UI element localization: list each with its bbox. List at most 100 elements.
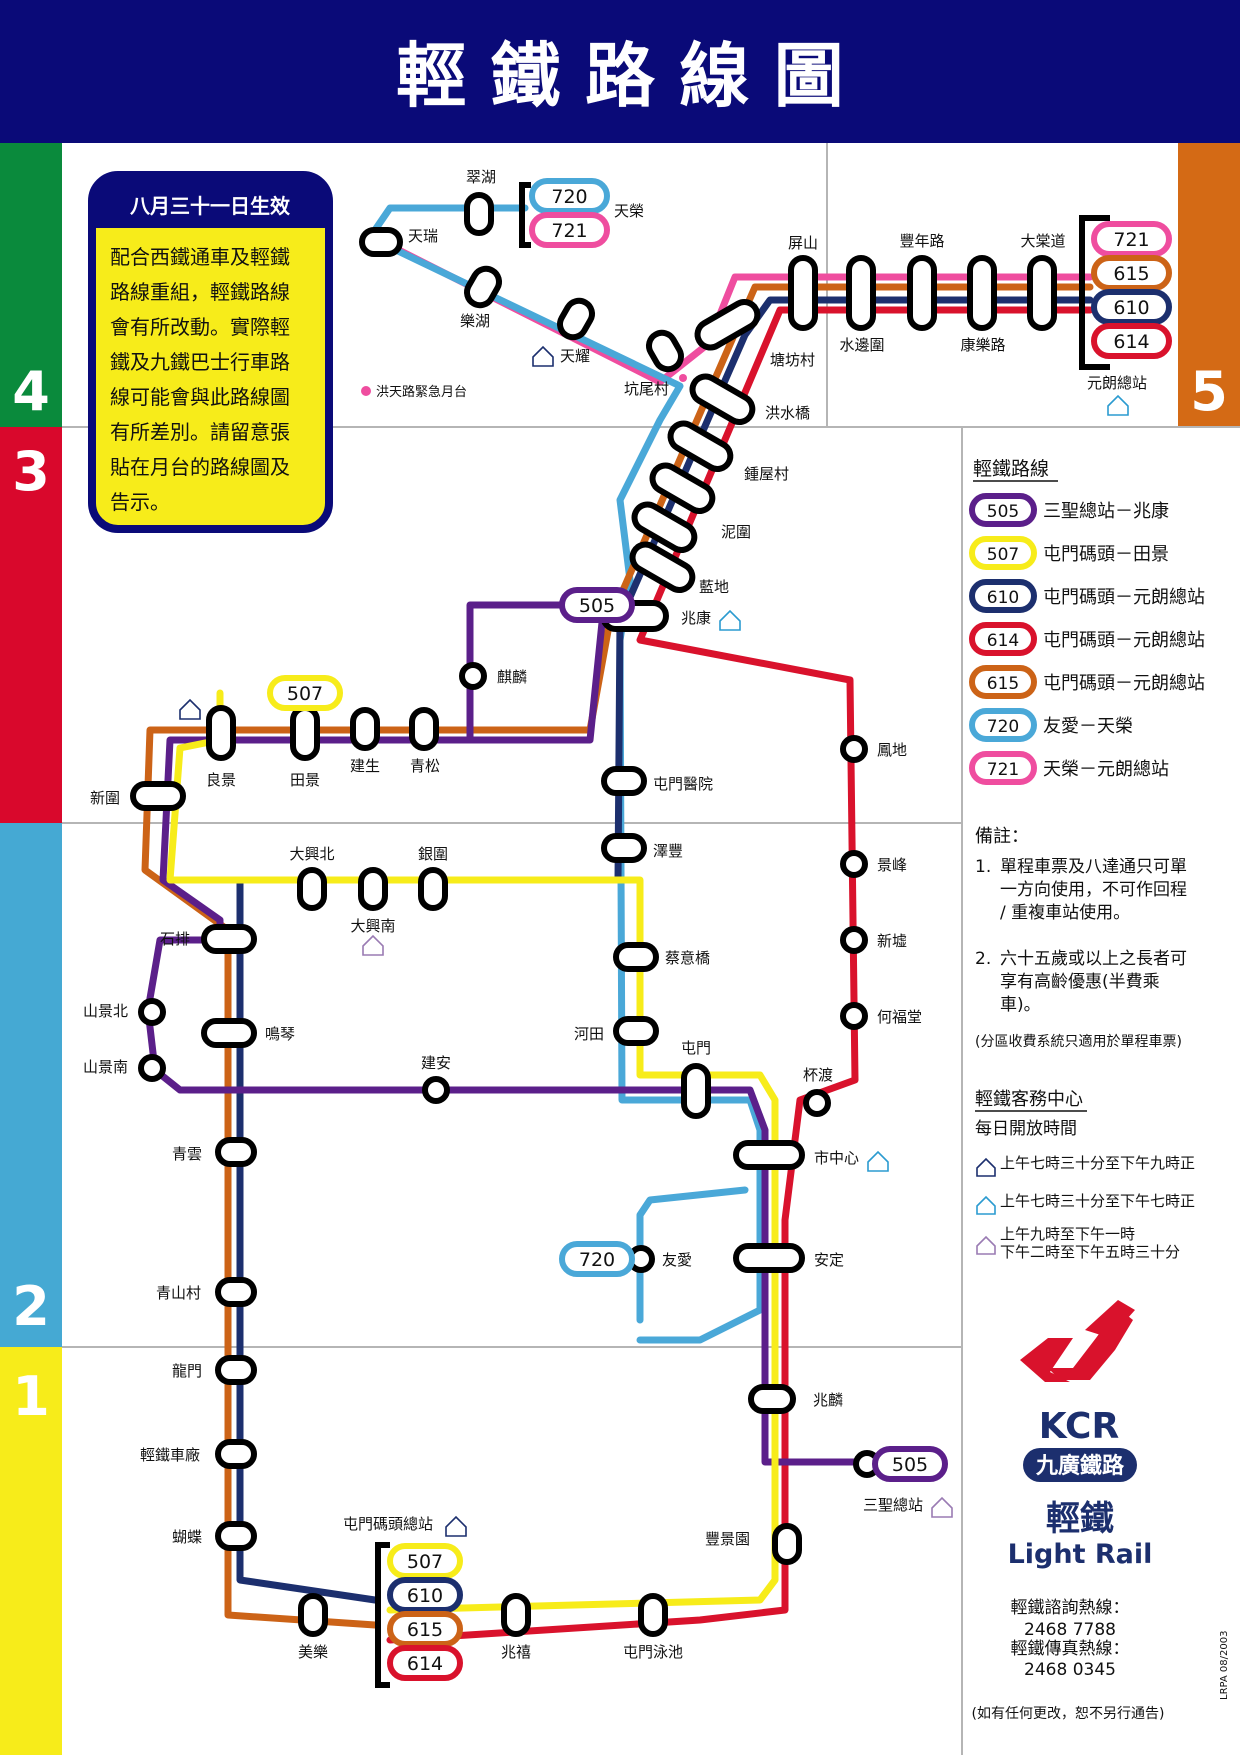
station-marker[interactable] (297, 867, 327, 911)
route-507-line (166, 689, 779, 1614)
hotlines: 輕鐵諮詢熱線： 2468 7788 輕鐵傳真熱線： 2468 0345 (如有任… (972, 1598, 1165, 1722)
notice-line: 貼在月台的路線圖及 (110, 455, 290, 479)
station-marker[interactable] (215, 1277, 257, 1307)
station-label: 大興北 (289, 845, 334, 863)
station-marker[interactable] (840, 926, 868, 954)
station-label: 屯門醫院 (653, 775, 713, 793)
station-marker[interactable] (840, 1002, 868, 1030)
station-marker[interactable] (138, 1054, 166, 1082)
route-badge: 614 (387, 1645, 463, 1681)
station-marker[interactable] (290, 705, 320, 761)
station-marker[interactable] (601, 833, 647, 863)
station-label: 蝴蝶 (172, 1528, 202, 1546)
remarks-footnote: (分區收費系統只適用於單程車票) (975, 1033, 1182, 1050)
station-label: 康樂路 (960, 336, 1005, 354)
svg-text:721: 721 (1113, 229, 1149, 251)
station-marker[interactable] (201, 1018, 257, 1048)
station-label: 安定 (814, 1251, 844, 1269)
legend: 輕鐵路線 505 三聖總站－兆康 507 屯門碼頭－田景 610 屯門碼頭－元朗… (969, 458, 1205, 785)
notice-box: 八月三十一日生效 配合西鐵通車及輕鐵 路線重組，輕鐵路線 會有所改動。實際輕 鐵… (88, 171, 333, 533)
station-marker[interactable] (422, 1076, 450, 1104)
station-marker[interactable] (613, 942, 659, 972)
svg-text:610: 610 (407, 1585, 443, 1607)
station-label: 景峰 (877, 856, 907, 874)
station-marker[interactable] (1027, 255, 1057, 331)
station-marker[interactable] (748, 1384, 796, 1414)
station-marker[interactable] (693, 297, 762, 352)
station-marker[interactable] (358, 867, 388, 911)
service-centre-sub: 每日開放時間 (975, 1119, 1077, 1139)
notice-line: 鐵及九鐵巴士行車路 (110, 350, 290, 374)
station-marker[interactable] (907, 255, 937, 331)
station-marker[interactable] (298, 1593, 328, 1637)
station-marker[interactable] (462, 264, 504, 310)
station-label: 市中心 (814, 1149, 859, 1167)
zone-2-strip (0, 823, 62, 1347)
station-marker[interactable] (215, 1355, 257, 1385)
station-label: 兆禧 (501, 1643, 531, 1661)
svg-text:507: 507 (287, 683, 323, 705)
station-marker[interactable] (138, 998, 166, 1026)
station-marker[interactable] (418, 867, 448, 911)
svg-text:720: 720 (579, 1249, 615, 1271)
zone-label: 2 (12, 1275, 50, 1338)
station-labels: 翠湖 天瑞 樂湖 天耀 坑尾村 天榮 屏山 豐年路 大棠道 水邊圍 康樂路 塘坊… (83, 168, 1147, 1661)
station-marker[interactable] (733, 1140, 805, 1170)
legend-heading: 輕鐵路線 (973, 458, 1049, 480)
station-marker[interactable] (201, 924, 257, 954)
remarks: 備註： 1. 單程車票及八達通只可單 一方向使用，不可作回程 / 重複車站使用。… (975, 826, 1187, 1050)
station-marker[interactable] (130, 781, 186, 811)
station-marker[interactable] (215, 1439, 257, 1469)
station-marker[interactable] (409, 707, 439, 751)
station-label: 兆康 (681, 609, 711, 627)
service-hours-line: 上午九時至下午一時 (1000, 1225, 1135, 1243)
light-rail-zh: 輕鐵 (1046, 1499, 1114, 1539)
station-marker[interactable] (464, 192, 494, 236)
terminus-brackets (375, 182, 1110, 1688)
route-badge: 610 (1091, 289, 1172, 325)
service-centre: 輕鐵客務中心 每日開放時間 上午七時三十分至下午九時正 上午七時三十分至下午七時… (975, 1089, 1195, 1261)
route-badge: 505 (872, 1446, 948, 1482)
station-marker[interactable] (840, 735, 868, 763)
station-marker[interactable] (638, 1593, 668, 1637)
station-marker[interactable] (681, 1063, 711, 1119)
station-marker[interactable] (733, 1243, 805, 1273)
route-badge: 615 (1091, 255, 1172, 291)
notice-line: 線可能會與此路線圖 (110, 385, 290, 409)
station-marker[interactable] (688, 372, 757, 427)
station-marker[interactable] (215, 1521, 257, 1551)
emergency-dot-icon (361, 386, 371, 396)
station-marker[interactable] (772, 1523, 802, 1565)
legend-route-desc: 屯門碼頭－元朗總站 (1043, 587, 1205, 608)
station-label: 良景 (206, 771, 236, 789)
remark-number: 1. (975, 857, 991, 877)
station-marker[interactable] (803, 1089, 831, 1117)
station-marker[interactable] (788, 255, 818, 331)
station-marker[interactable] (459, 662, 487, 690)
station-label: 屯門碼頭總站 (343, 1515, 433, 1533)
station-marker[interactable] (967, 255, 997, 331)
station-marker[interactable] (501, 1593, 531, 1637)
remark-line: 享有高齡優惠(半費乘 (1000, 972, 1160, 992)
service-house-icon (1107, 394, 1129, 416)
station-marker[interactable] (644, 328, 686, 374)
station-marker[interactable] (206, 705, 236, 761)
station-label: 翠湖 (466, 168, 496, 186)
station-marker[interactable] (601, 766, 647, 796)
station-marker[interactable] (666, 419, 735, 474)
station-marker[interactable] (648, 461, 717, 516)
station-marker[interactable] (215, 1137, 257, 1167)
svg-text:720: 720 (551, 186, 587, 208)
station-label: 豐年路 (899, 232, 944, 250)
station-marker[interactable] (613, 1016, 659, 1046)
station-marker[interactable] (846, 255, 876, 331)
station-marker[interactable] (555, 296, 597, 342)
station-marker[interactable] (630, 500, 699, 555)
emergency-note: 洪天路緊急月台 (376, 384, 467, 400)
notice-line: 有所差別。請留意張 (110, 420, 290, 444)
station-marker[interactable] (628, 540, 697, 595)
station-marker[interactable] (359, 227, 403, 257)
station-marker[interactable] (350, 707, 380, 751)
station-label: 田景 (290, 771, 320, 789)
station-marker[interactable] (840, 850, 868, 878)
